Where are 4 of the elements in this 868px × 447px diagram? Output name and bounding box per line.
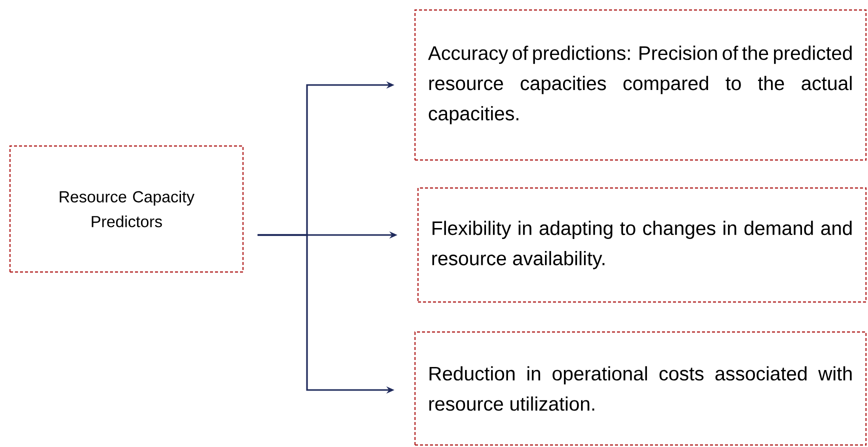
text-box: Accuracy of predictions: Precision of the predicted resource capacities compared to the actual capacities. xyxy=(414,9,867,161)
text-box: Flexibility in adapting to changes in demand and resource availability. xyxy=(417,187,867,303)
text-box: Resource Capacity Predictors xyxy=(9,145,244,273)
text-box: Reduction in operational costs associated with resource utilization. xyxy=(414,331,867,446)
